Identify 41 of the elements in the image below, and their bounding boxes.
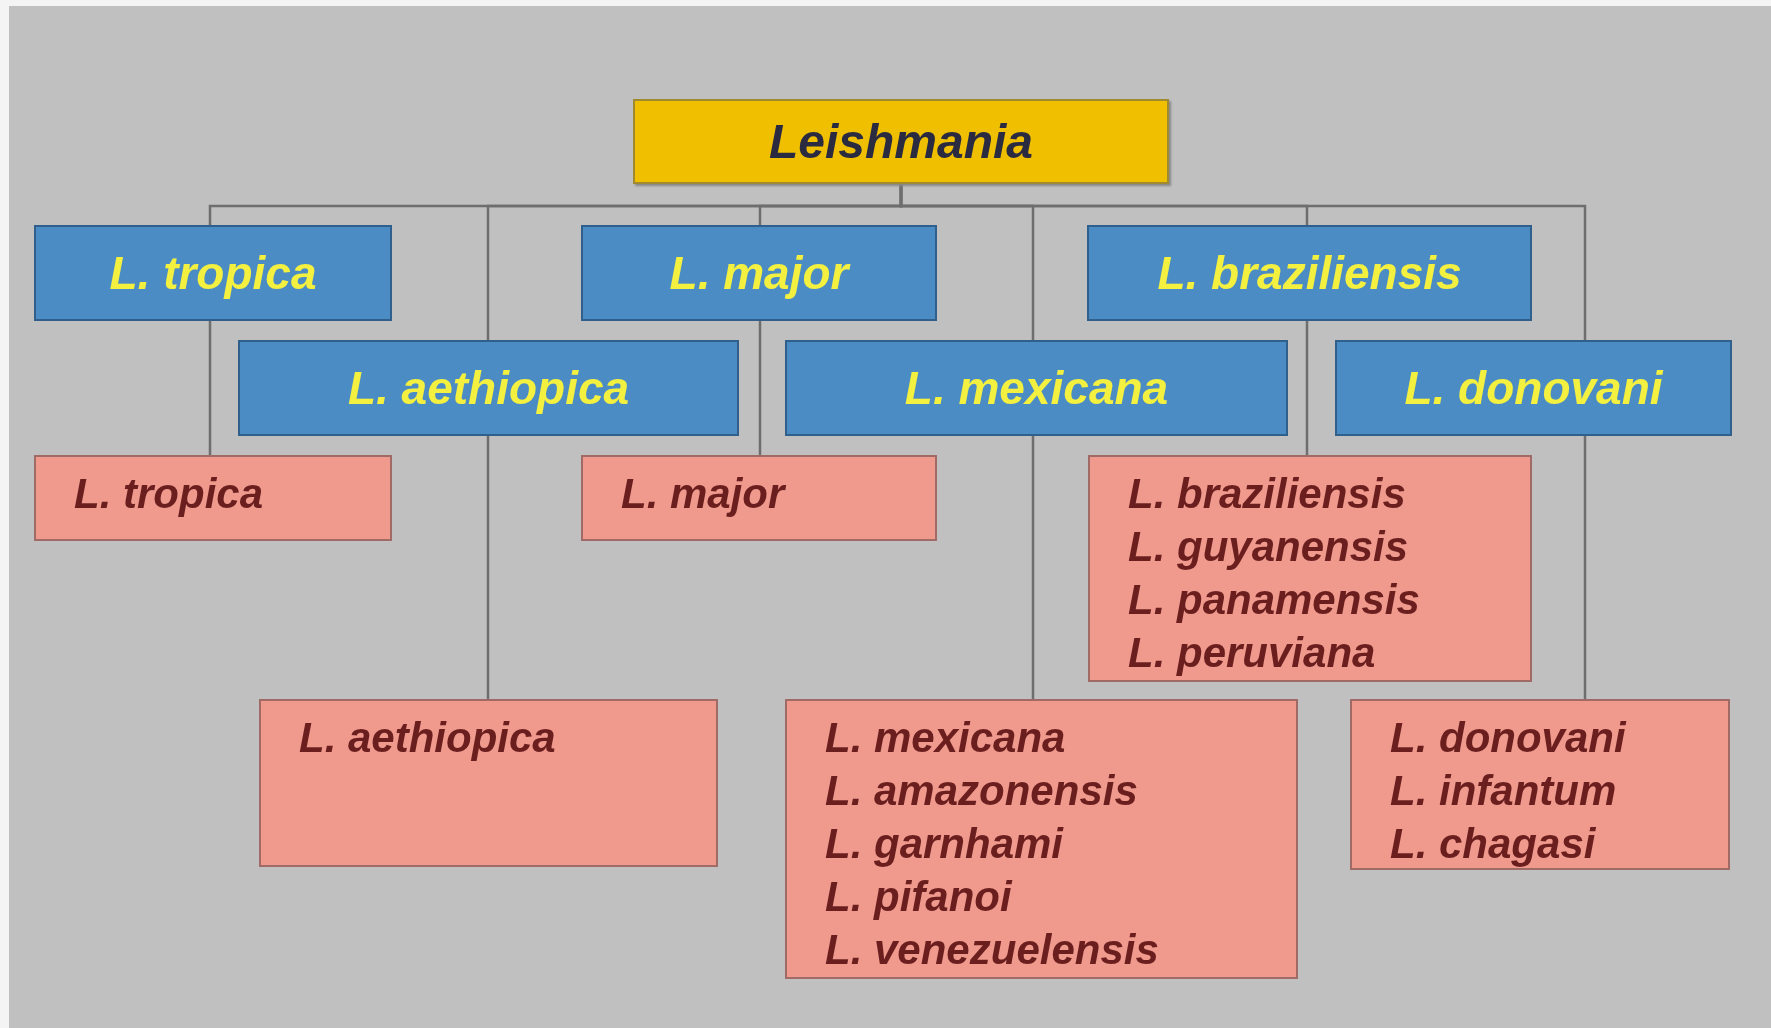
species-name: L. mexicana bbox=[825, 713, 1067, 763]
species-list-box bbox=[259, 699, 718, 867]
species-name: Leishmania bbox=[768, 114, 1034, 169]
species-name: L. braziliensis bbox=[1128, 469, 1407, 519]
species-name: L. aethiopica bbox=[347, 361, 630, 415]
species-name: L. peruviana bbox=[1128, 628, 1377, 678]
species-name: L. venezuelensis bbox=[825, 925, 1160, 975]
species-name: L. aethiopica bbox=[299, 713, 557, 763]
species-name: L. guyanensis bbox=[1128, 522, 1410, 572]
connector-line bbox=[1305, 321, 1309, 455]
species-name: L. braziliensis bbox=[1157, 246, 1462, 300]
species-list-box bbox=[34, 455, 392, 541]
species-name: L. mexicana bbox=[904, 361, 1169, 415]
species-name: L. tropica bbox=[109, 246, 317, 300]
connector-line bbox=[1583, 436, 1587, 699]
genus-box bbox=[633, 99, 1169, 184]
species-name: L. major bbox=[621, 469, 787, 519]
species-complex-box bbox=[581, 225, 937, 321]
species-complex-box bbox=[238, 340, 739, 436]
species-list-box bbox=[581, 455, 937, 541]
species-name: L. infantum bbox=[1390, 766, 1618, 816]
species-name: L. garnhami bbox=[825, 819, 1065, 869]
species-name: L. donovani bbox=[1390, 713, 1628, 763]
species-name: L. amazonensis bbox=[825, 766, 1139, 816]
species-name: L. pifanoi bbox=[825, 872, 1014, 922]
species-name: L. major bbox=[669, 246, 849, 300]
connector-line bbox=[208, 321, 212, 455]
species-complex-box bbox=[1087, 225, 1532, 321]
connector-line bbox=[1031, 436, 1035, 699]
species-complex-box bbox=[785, 340, 1288, 436]
connector-line bbox=[758, 321, 762, 455]
connector-line bbox=[486, 436, 490, 699]
species-list-box bbox=[785, 699, 1298, 979]
species-list-box bbox=[1088, 455, 1532, 682]
species-name: L. chagasi bbox=[1390, 819, 1597, 869]
species-complex-box bbox=[34, 225, 392, 321]
species-name: L. panamensis bbox=[1128, 575, 1421, 625]
species-name: L. donovani bbox=[1404, 361, 1663, 415]
species-complex-box bbox=[1335, 340, 1732, 436]
species-name: L. tropica bbox=[74, 469, 265, 519]
species-list-box bbox=[1350, 699, 1730, 870]
